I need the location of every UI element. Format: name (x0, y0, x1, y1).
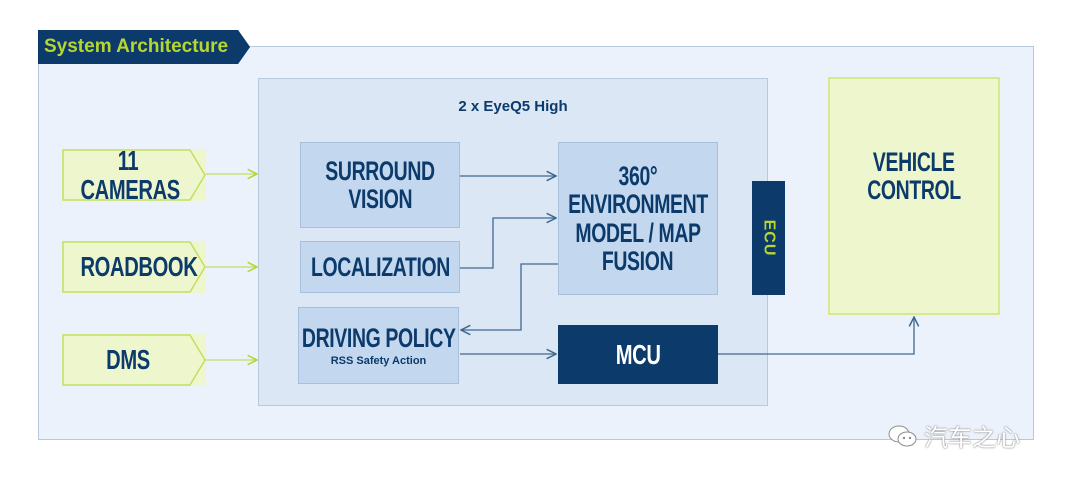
mcu-label: MCU (615, 338, 661, 370)
vehicle-control-line2: CONTROL (867, 175, 961, 205)
watermark: 汽车之心 (888, 418, 1020, 453)
ecu-block: ECU (752, 181, 785, 295)
diagram-title: System Architecture (38, 30, 250, 64)
input-roadbook-label: ROADBOOK (80, 251, 198, 283)
watermark-text: 汽车之心 (924, 425, 1020, 452)
arrow-env-to-driving-policy (461, 263, 558, 330)
localization-block: LOCALIZATION (300, 241, 460, 293)
vehicle-control-line1: VEHICLE (873, 146, 955, 177)
surround-vision-line1: SURROUND (325, 155, 435, 186)
wechat-icon (888, 425, 917, 446)
surround-vision-block: SURROUND VISION (300, 142, 460, 228)
environment-model-block: 360° ENVIRONMENT MODEL / MAP FUSION (558, 142, 718, 295)
driving-policy-label: DRIVING POLICY (301, 323, 456, 354)
env-line2: ENVIRONMENT (568, 189, 708, 220)
input-pentagon-shape (62, 241, 206, 293)
driving-policy-block: DRIVING POLICY RSS Safety Action (298, 307, 459, 384)
eyeq5-label: 2 x EyeQ5 High (458, 98, 568, 115)
arrow-localization-to-env (460, 218, 556, 269)
input-pentagon-shape (62, 334, 206, 386)
arrow-mcu-to-vehicle-control (718, 317, 914, 355)
input-dms-label: DMS (106, 344, 150, 376)
input-cameras: 11 CAMERAS (62, 145, 206, 204)
driving-policy-sublabel: RSS Safety Action (330, 354, 427, 367)
input-cameras-label: 11 CAMERAS (80, 144, 180, 205)
ecu-label: ECU (760, 219, 778, 257)
input-roadbook: ROADBOOK (62, 241, 206, 293)
input-pentagon-shape (62, 149, 206, 201)
surround-vision-line2: VISION (348, 184, 412, 214)
env-line3: MODEL / MAP (575, 217, 701, 248)
env-line1: 360° (618, 160, 658, 191)
env-line4: FUSION (602, 245, 674, 276)
localization-label: LOCALIZATION (310, 251, 450, 282)
vehicle-control-block: VEHICLE CONTROL (828, 77, 1000, 315)
mcu-block: MCU (558, 325, 718, 384)
input-dms: DMS (62, 334, 206, 386)
